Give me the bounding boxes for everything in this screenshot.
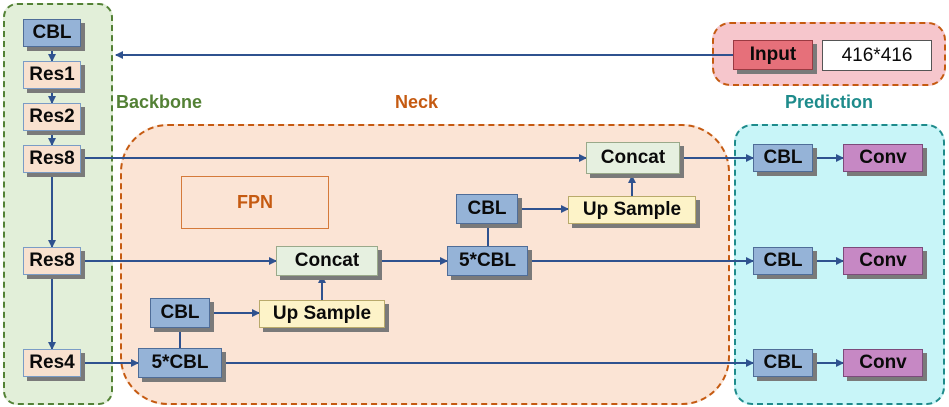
fpn-label-box: FPN [181, 176, 329, 229]
head3-conv: Conv [843, 349, 923, 377]
neck-cbl-low: CBL [150, 298, 210, 328]
backbone-res8-top: Res8 [23, 145, 81, 173]
head2-conv: Conv [843, 247, 923, 275]
head2-cbl: CBL [753, 247, 813, 275]
backbone-res4: Res4 [23, 349, 81, 377]
neck-label: Neck [395, 92, 439, 112]
neck-upsample-low: Up Sample [259, 300, 385, 328]
backbone-res8-mid: Res8 [23, 247, 81, 275]
input-size-box: 416*416 [822, 40, 932, 71]
head1-conv: Conv [843, 144, 923, 172]
backbone-label: Backbone [116, 92, 203, 112]
neck-concat-top: Concat [586, 142, 680, 174]
backbone-cbl: CBL [23, 19, 81, 47]
neck-upsample-top: Up Sample [568, 196, 696, 224]
neck-cbl-top: CBL [456, 194, 518, 224]
head1-cbl: CBL [753, 144, 813, 172]
neck-5cbl-bottom: 5*CBL [138, 348, 222, 378]
neck-concat-mid: Concat [276, 246, 378, 276]
backbone-res1: Res1 [23, 61, 81, 89]
backbone-res2: Res2 [23, 103, 81, 131]
head3-cbl: CBL [753, 349, 813, 377]
input-box: Input [733, 40, 813, 70]
neck-5cbl-mid: 5*CBL [447, 246, 528, 276]
prediction-label: Prediction [785, 92, 874, 112]
